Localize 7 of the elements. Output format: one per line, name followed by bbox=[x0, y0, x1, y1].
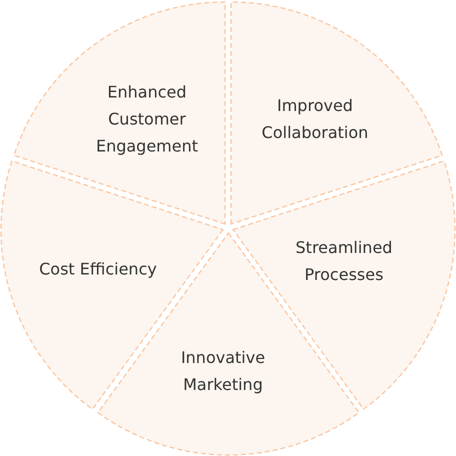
segment-label: Innovative Marketing bbox=[180, 347, 266, 396]
segment-label: Cost Efficiency bbox=[38, 258, 158, 280]
segment-label: Enhanced Customer Engagement bbox=[94, 81, 199, 158]
pie-segment bbox=[12, 0, 226, 225]
pie-segment bbox=[230, 0, 444, 225]
segment-label: Improved Collaboration bbox=[260, 94, 369, 144]
segment-label: Streamlined Processes bbox=[294, 236, 393, 286]
